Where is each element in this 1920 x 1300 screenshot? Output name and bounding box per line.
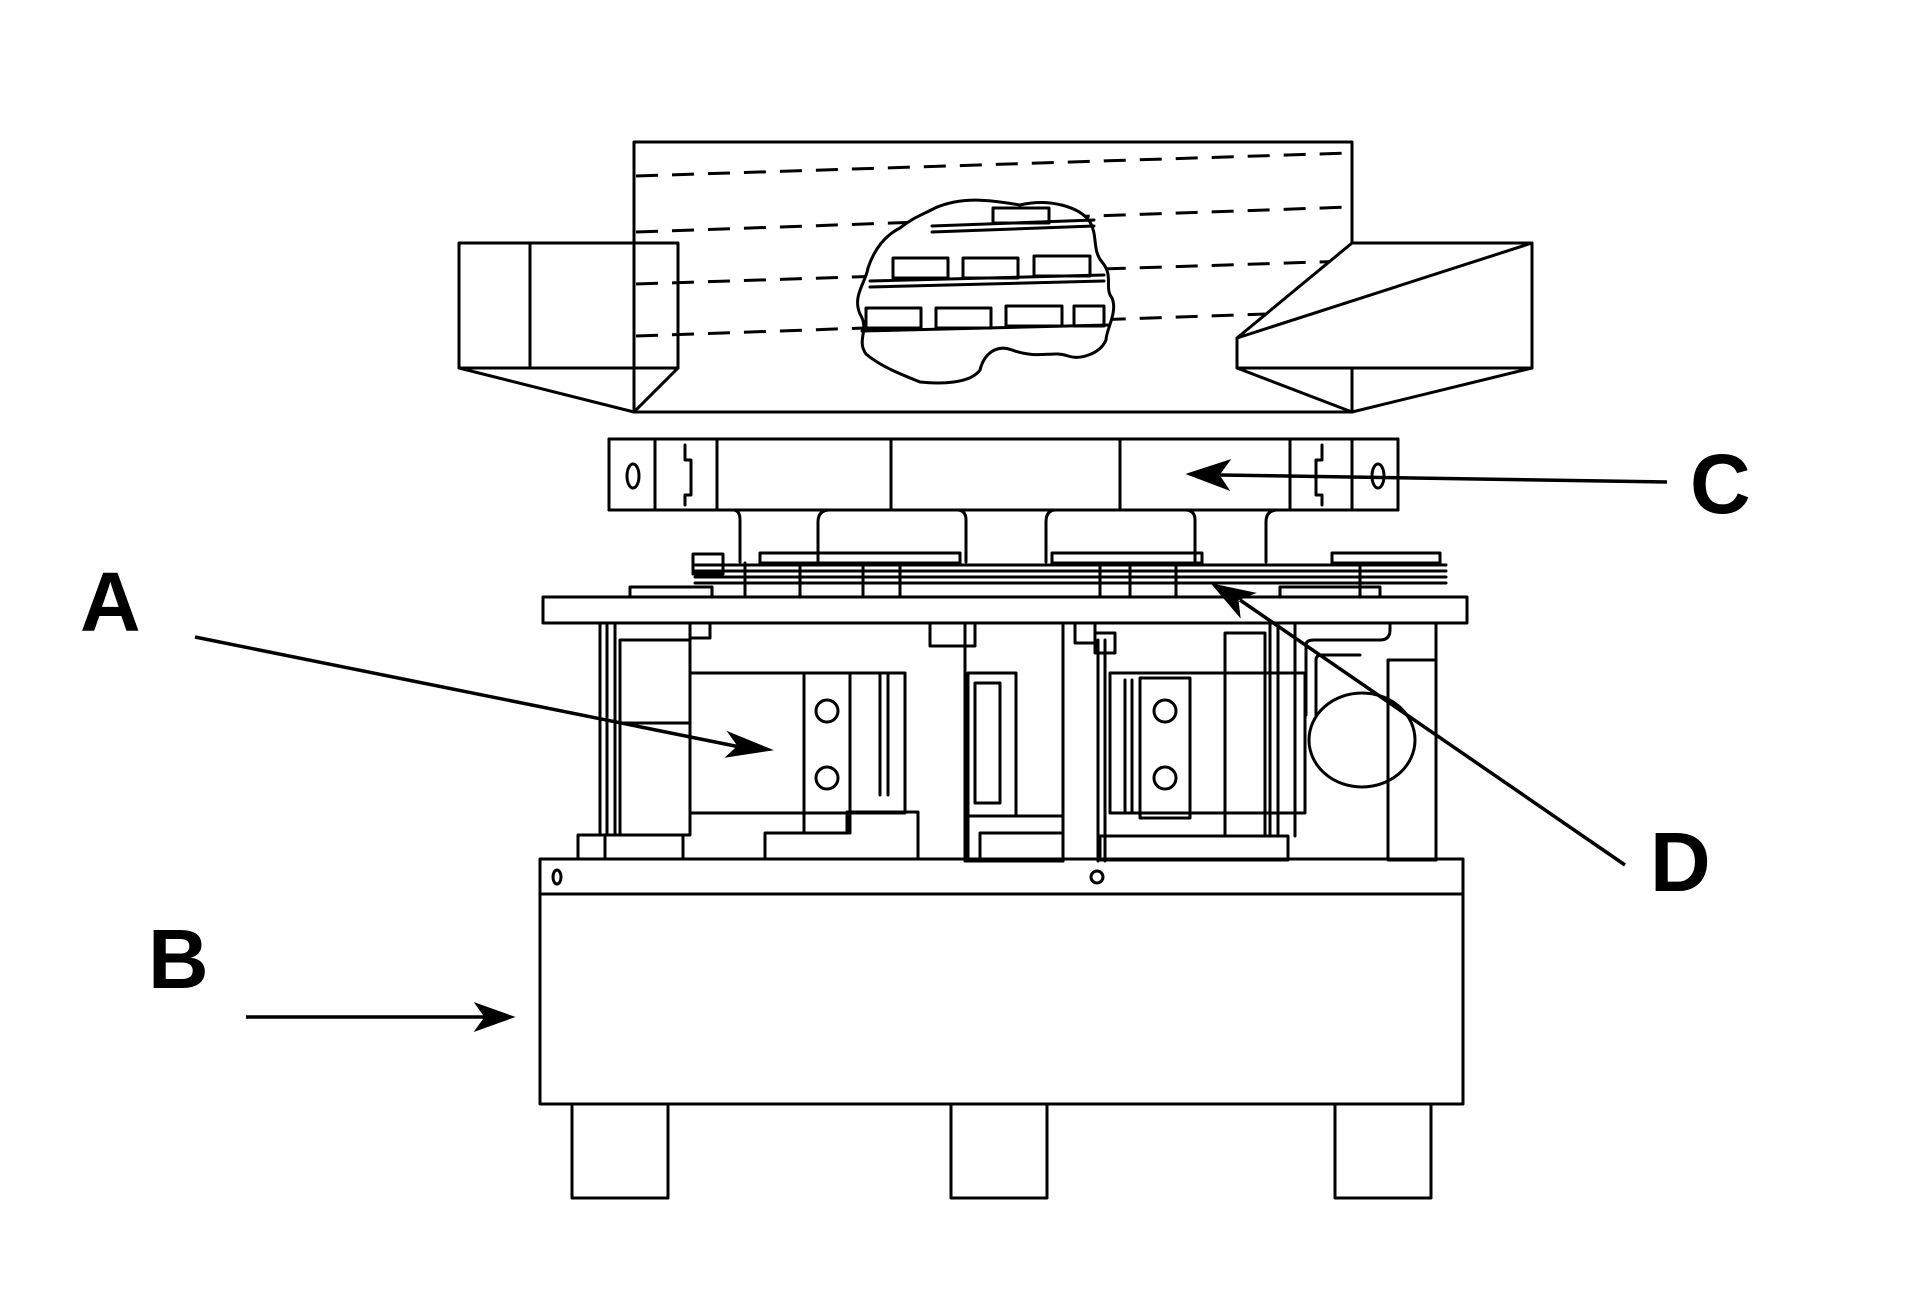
arrowhead-b [473,1001,516,1033]
guide-plates [541,551,1469,625]
arrowhead-d [1210,583,1257,619]
label-d: D [1650,815,1711,909]
drive-mechanism [576,621,1438,863]
arrowhead-a [724,730,774,758]
arrow-d [1239,598,1626,867]
arrow-a [194,635,741,749]
support-legs [731,508,1280,564]
arrow-c [1219,473,1668,484]
arrowhead-c [1185,459,1232,492]
top-housing [457,140,1534,414]
label-b: B [148,912,209,1006]
cutaway-window [856,198,1116,385]
label-c: C [1690,437,1751,531]
callout-arrows [194,459,1668,1033]
base [538,857,1465,1200]
label-a: A [80,555,141,649]
